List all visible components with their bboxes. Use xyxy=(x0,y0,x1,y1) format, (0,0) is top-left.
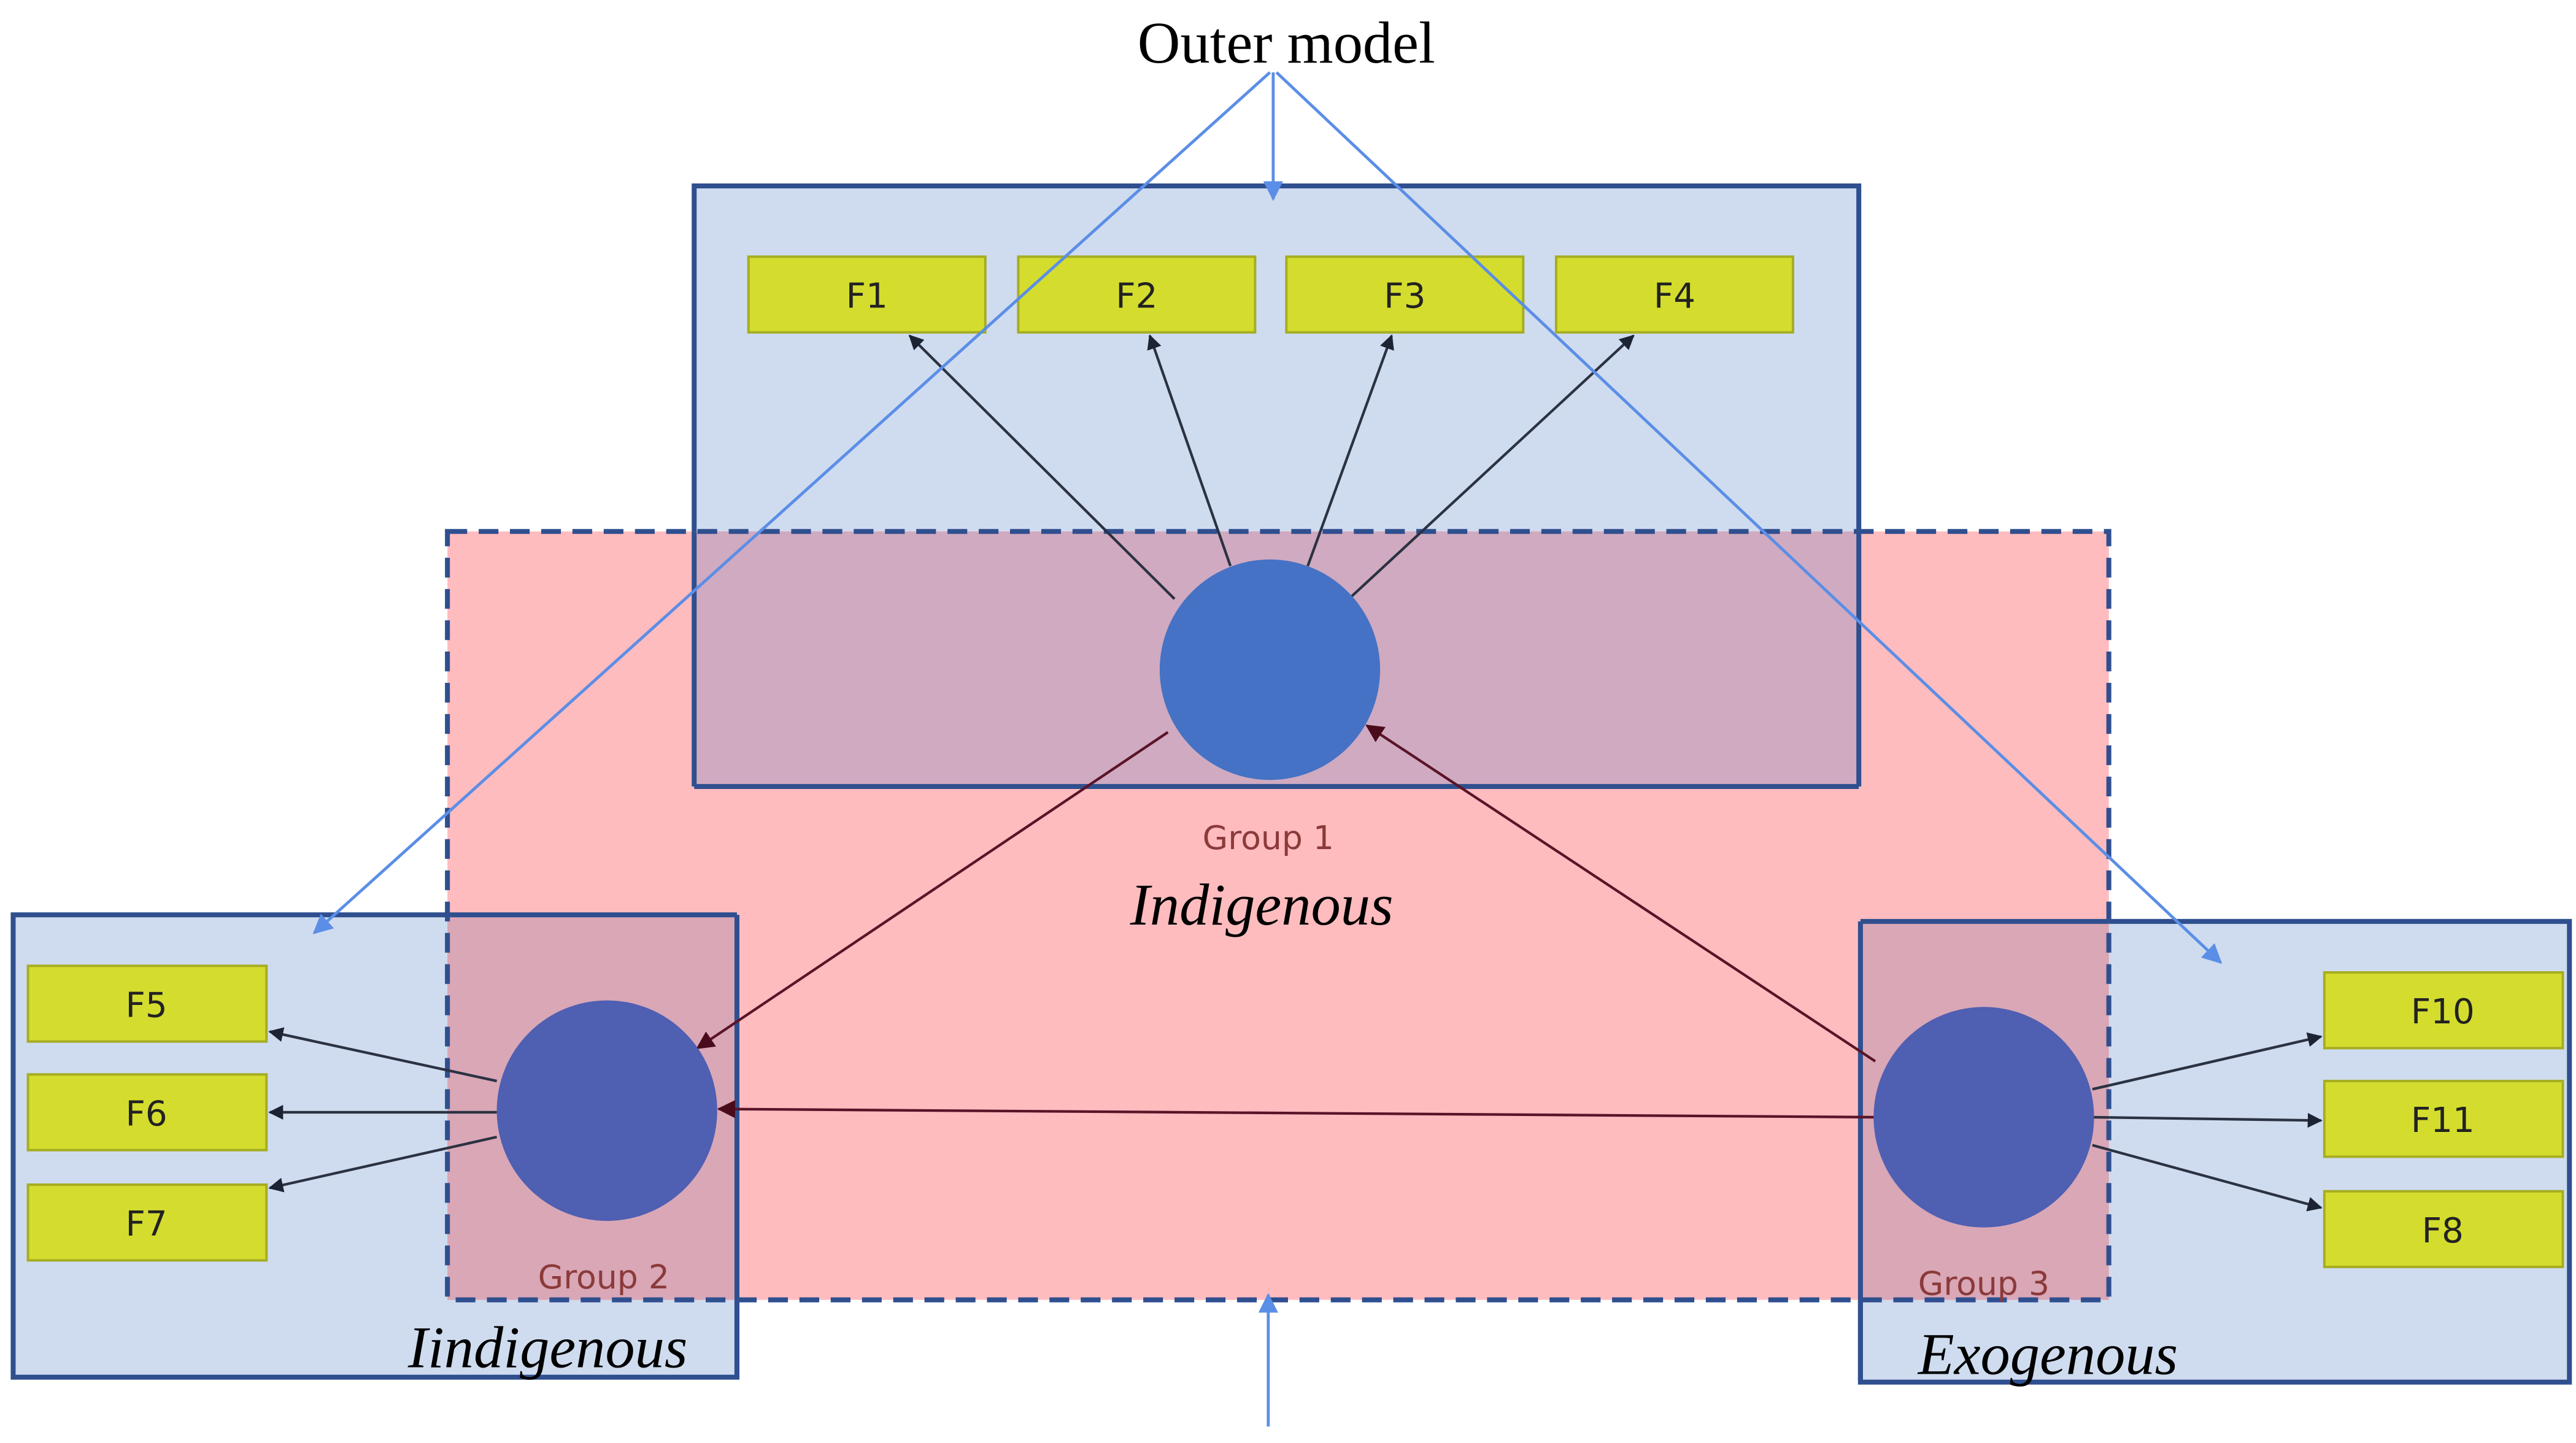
latent-node-group3 xyxy=(1873,1007,2094,1228)
factor-f5-label: F5 xyxy=(125,985,167,1025)
factor-f2-label: F2 xyxy=(1116,276,1157,316)
factor-f2: F2 xyxy=(1017,255,1257,334)
latent-node-group2 xyxy=(496,1000,717,1221)
factor-f8: F8 xyxy=(2323,1190,2564,1269)
factor-f11-label: F11 xyxy=(2411,1101,2475,1141)
factor-f5: F5 xyxy=(26,964,268,1043)
inner-model-border xyxy=(445,529,2111,1303)
factor-f4-label: F4 xyxy=(1654,276,1695,316)
structural-paths xyxy=(696,724,1876,1119)
factor-f1: F1 xyxy=(747,255,987,334)
group2-label: Group 2 xyxy=(538,1258,669,1296)
factor-f7: F7 xyxy=(26,1183,268,1262)
group3-type-label: Exogenous xyxy=(1917,1321,2178,1387)
factor-f6: F6 xyxy=(26,1073,268,1152)
group1-type-label: Indigenous xyxy=(1130,872,1394,937)
factor-f4: F4 xyxy=(1554,255,1794,334)
factor-f1-label: F1 xyxy=(846,276,888,316)
factor-f10: F10 xyxy=(2323,971,2564,1050)
factor-f11: F11 xyxy=(2323,1079,2564,1158)
group2-type-label: Iindigenous xyxy=(407,1315,688,1380)
outer-model-pointers xyxy=(312,71,2223,1427)
group3-label: Group 3 xyxy=(1918,1264,2050,1303)
factor-f8-label: F8 xyxy=(2422,1211,2464,1251)
factor-f3: F3 xyxy=(1285,255,1525,334)
factor-f6-label: F6 xyxy=(125,1094,167,1134)
factor-f7-label: F7 xyxy=(125,1204,167,1244)
group1-label: Group 1 xyxy=(1203,818,1334,857)
outer-model-title: Outer model xyxy=(1138,10,1435,75)
factor-f10-label: F10 xyxy=(2411,992,2475,1032)
factor-f3-label: F3 xyxy=(1384,276,1425,316)
loading-arrows xyxy=(268,334,2323,1212)
latent-node-group1 xyxy=(1159,559,1381,780)
